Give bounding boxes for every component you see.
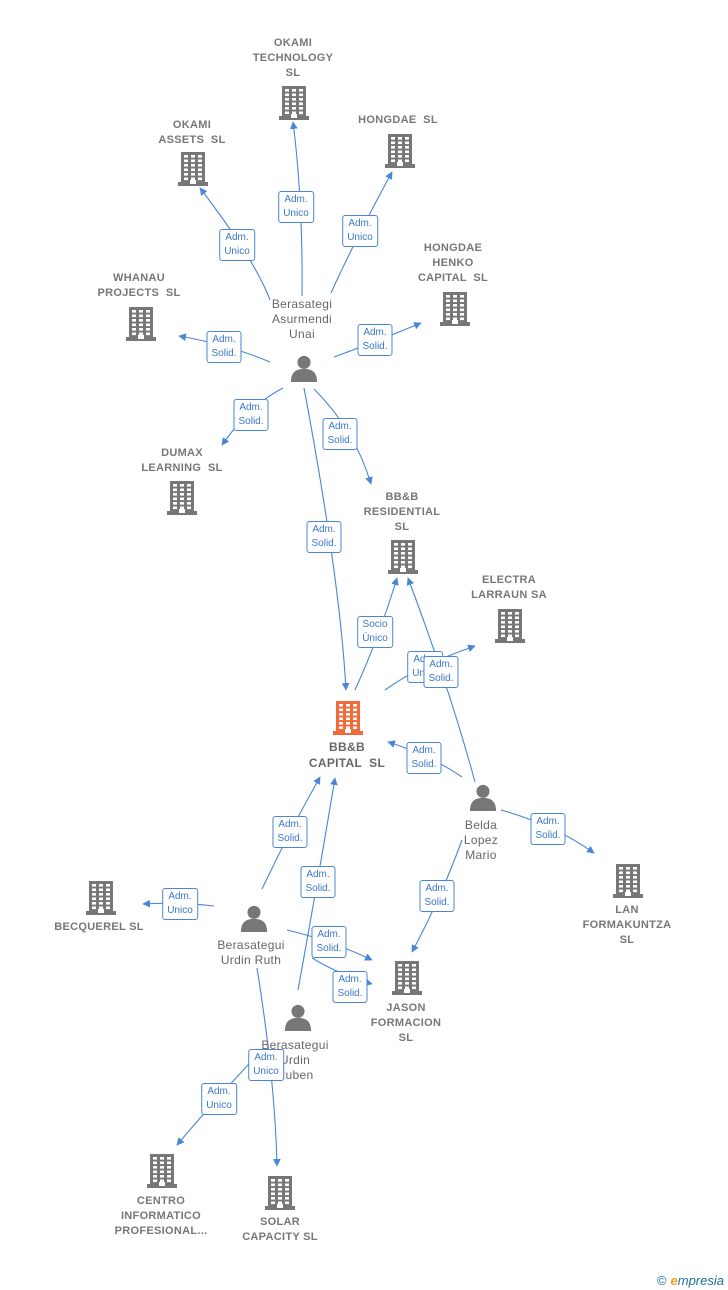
node-label-ruben[interactable]: Berasategui Urdin Ruben <box>261 1038 329 1082</box>
edge-label-ruben-to-bb_capital[interactable]: Adm. Solid. <box>300 866 336 898</box>
node-label-jason[interactable]: JASON FORMACION SL <box>370 1002 442 1044</box>
brand-logo-text: mpresia <box>677 1273 724 1288</box>
edge-label-ruth-to-solar[interactable]: Adm. Unico <box>248 1049 284 1081</box>
node-label-hongdae[interactable]: HONGDAE SL <box>358 114 438 126</box>
edge-label-ruben-to-jason[interactable]: Adm. Solid. <box>332 971 368 1003</box>
node-label-solar[interactable]: SOLAR CAPACITY SL <box>242 1216 318 1243</box>
node-label-berasategi_asurmendi[interactable]: Berasategi Asurmendi Unai <box>271 297 333 341</box>
node-label-ruth[interactable]: Berasategui Urdin Ruth <box>217 938 285 967</box>
building-icon[interactable] <box>147 1152 177 1193</box>
edge-label-bb_capital-to-bb_residential[interactable]: Socio Único <box>357 616 393 648</box>
building-icon[interactable] <box>388 538 418 579</box>
edge-label-berasategi_asurmendi-to-okami_assets[interactable]: Adm. Unico <box>219 229 255 261</box>
edge-label-berasategi_asurmendi-to-bb_capital[interactable]: Adm. Solid. <box>306 521 342 553</box>
building-icon[interactable] <box>392 959 422 1000</box>
node-label-hongdae_henko[interactable]: HONGDAE HENKO CAPITAL SL <box>417 242 489 284</box>
building-icon[interactable] <box>178 150 208 191</box>
edge-berasategi_asurmendi-to-bb_capital <box>303 387 350 691</box>
building-icon[interactable] <box>385 132 415 173</box>
node-label-okami_assets[interactable]: OKAMI ASSETS SL <box>158 119 226 146</box>
person-icon[interactable] <box>240 904 268 937</box>
node-label-lan[interactable]: LAN FORMAKUNTZA SL <box>582 904 672 946</box>
brand-logo-initial: e <box>670 1273 678 1288</box>
edge-label-berasategi_asurmendi-to-dumax[interactable]: Adm. Solid. <box>233 399 269 431</box>
edge-label-berasategi_asurmendi-to-hongdae[interactable]: Adm. Unico <box>342 215 378 247</box>
building-icon[interactable] <box>126 305 156 346</box>
person-icon[interactable] <box>469 783 497 816</box>
edge-label-belda-to-jason[interactable]: Adm. Solid. <box>419 880 455 912</box>
edge-label-belda-to-bb_capital[interactable]: Adm. Solid. <box>406 742 442 774</box>
edge-label-berasategi_asurmendi-to-bb_residential[interactable]: Adm. Solid. <box>322 418 358 450</box>
edge-label-ruben-to-centro[interactable]: Adm. Unico <box>201 1083 237 1115</box>
edge-label-berasategi_asurmendi-to-whanau[interactable]: Adm. Solid. <box>206 331 242 363</box>
edge-label-berasategi_asurmendi-to-hongdae_henko[interactable]: Adm. Solid. <box>357 324 393 356</box>
person-icon[interactable] <box>290 354 318 387</box>
edge-label-ruth-to-bb_capital[interactable]: Adm. Solid. <box>272 816 308 848</box>
node-label-electra[interactable]: ELECTRA LARRAUN SA <box>471 574 547 601</box>
building-icon[interactable] <box>440 290 470 331</box>
node-label-bb_residential[interactable]: BB&B RESIDENTIAL SL <box>363 491 441 533</box>
edge-label-belda-to-bb_residential[interactable]: Adm. Solid. <box>423 656 459 688</box>
node-label-whanau[interactable]: WHANAU PROJECTS SL <box>97 272 181 299</box>
node-label-dumax[interactable]: DUMAX LEARNING SL <box>141 447 223 474</box>
footer-brand: ©empresia <box>657 1273 724 1288</box>
building-icon[interactable] <box>265 1174 295 1215</box>
node-label-okami_tech[interactable]: OKAMI TECHNOLOGY SL <box>252 37 334 79</box>
node-label-becquerel[interactable]: BECQUEREL SL <box>54 921 144 933</box>
edge-label-ruth-to-becquerel[interactable]: Adm. Unico <box>162 888 198 920</box>
edge-label-berasategi_asurmendi-to-okami_tech[interactable]: Adm. Unico <box>278 191 314 223</box>
building-icon[interactable] <box>613 862 643 903</box>
focus-company-building-icon[interactable] <box>333 699 363 740</box>
copyright-icon: © <box>656 1273 667 1288</box>
building-icon[interactable] <box>167 479 197 520</box>
edge-label-ruth-to-jason[interactable]: Adm. Solid. <box>311 926 347 958</box>
edge-label-belda-to-lan[interactable]: Adm. Solid. <box>530 813 566 845</box>
building-icon[interactable] <box>279 84 309 125</box>
node-label-bb_capital[interactable]: BB&B CAPITAL SL <box>308 740 386 770</box>
building-icon[interactable] <box>86 879 116 920</box>
building-icon[interactable] <box>495 607 525 648</box>
person-icon[interactable] <box>284 1003 312 1036</box>
node-label-centro[interactable]: CENTRO INFORMATICO PROFESIONAL... <box>114 1195 208 1237</box>
node-label-belda[interactable]: Belda Lopez Mario <box>463 818 499 862</box>
